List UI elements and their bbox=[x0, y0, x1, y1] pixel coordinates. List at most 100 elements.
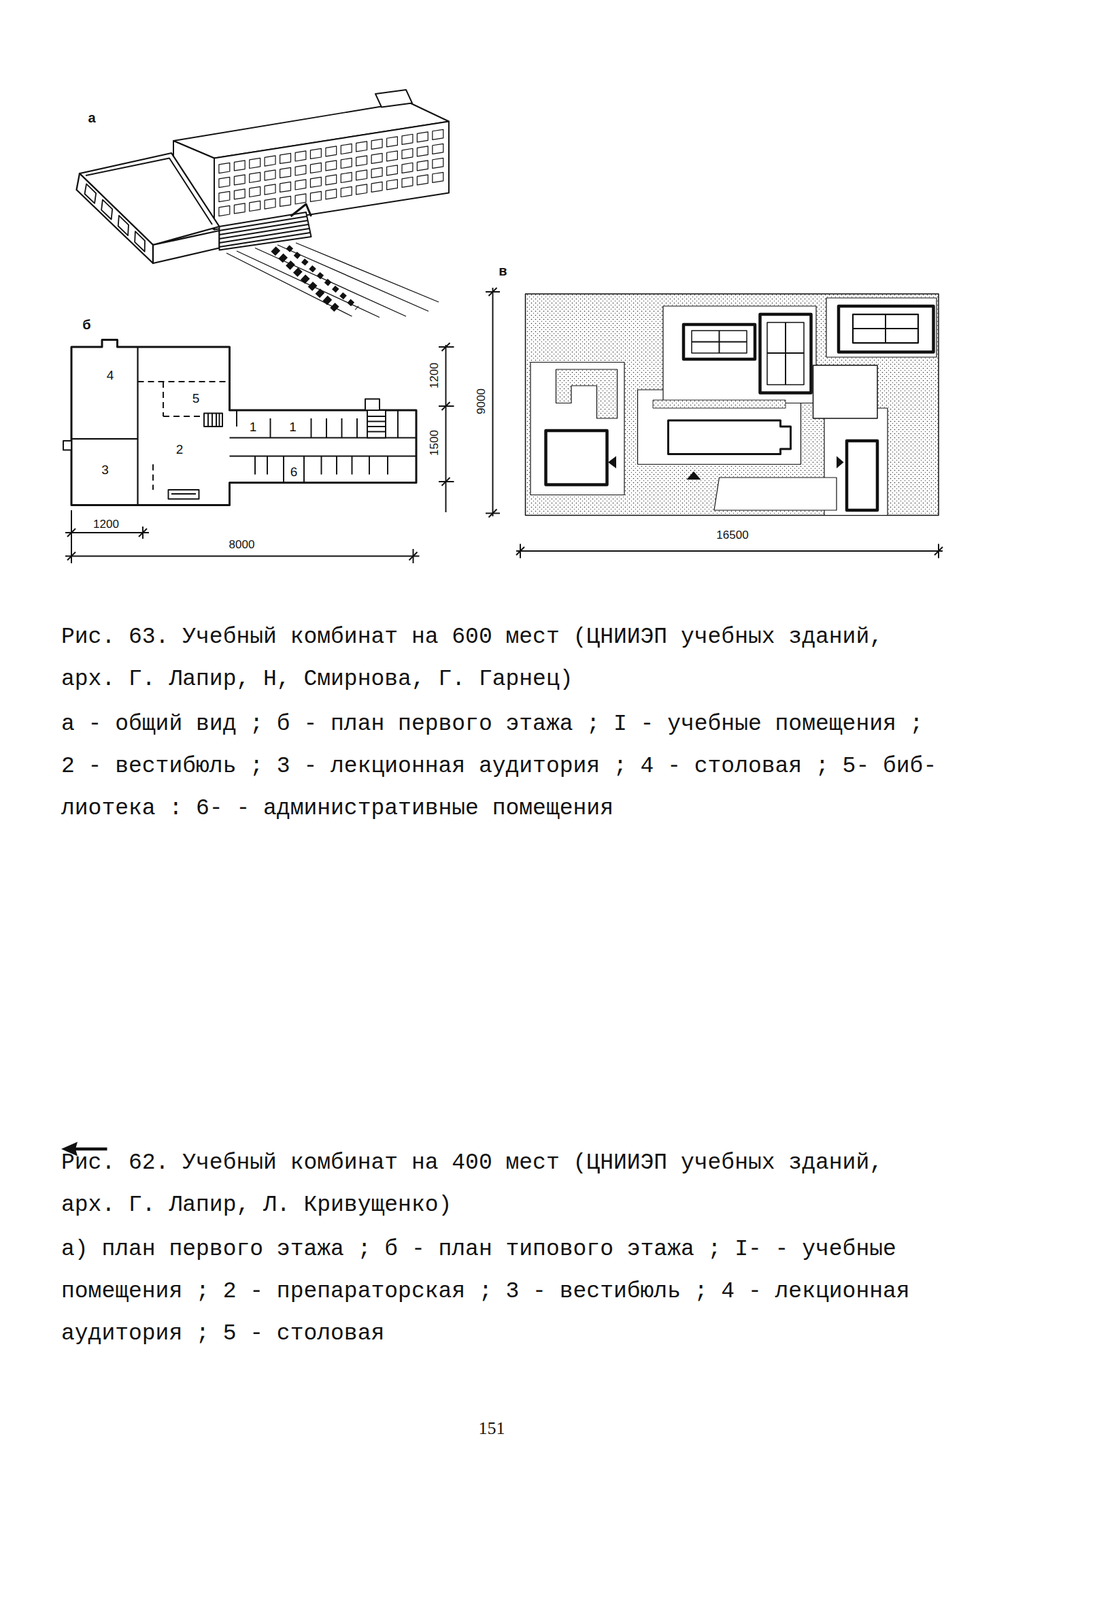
line-art bbox=[367, 415, 386, 417]
line-art bbox=[295, 165, 307, 176]
line-art bbox=[215, 413, 217, 428]
line-art bbox=[264, 184, 276, 195]
room-number: 6 bbox=[290, 465, 298, 479]
line-art bbox=[401, 162, 413, 173]
line-art bbox=[813, 365, 879, 419]
line-art bbox=[397, 410, 399, 438]
line-art bbox=[280, 195, 292, 207]
line-art bbox=[138, 528, 147, 537]
line-art bbox=[442, 342, 451, 351]
caption-legend: а - общий вид ; б - план первого этажа ;… bbox=[61, 703, 939, 830]
line-art bbox=[368, 456, 370, 475]
line-art bbox=[492, 287, 494, 517]
line-art bbox=[852, 314, 919, 343]
line-art bbox=[852, 327, 919, 330]
line-art bbox=[280, 153, 292, 164]
line-art bbox=[218, 191, 230, 202]
line-art bbox=[442, 477, 451, 486]
line-art bbox=[356, 170, 368, 181]
line-art bbox=[233, 160, 245, 171]
line-art bbox=[219, 228, 310, 243]
line-art bbox=[838, 306, 934, 353]
line-art bbox=[65, 531, 149, 534]
line-art bbox=[270, 418, 272, 438]
line-art bbox=[233, 189, 245, 200]
line-art bbox=[218, 129, 444, 216]
line-art bbox=[846, 440, 878, 511]
line-art bbox=[416, 160, 428, 171]
line-art bbox=[826, 297, 937, 358]
line-art bbox=[367, 420, 386, 423]
line-art bbox=[489, 287, 498, 296]
line-art bbox=[416, 146, 428, 157]
line-art bbox=[691, 341, 747, 343]
line-art bbox=[432, 143, 444, 154]
dimension: 1200 bbox=[93, 517, 120, 530]
line-art bbox=[233, 174, 245, 185]
figure-caption: Рис. 63. Учебный комбинат на 600 мест (Ц… bbox=[61, 616, 939, 701]
line-art bbox=[76, 89, 450, 318]
line-art bbox=[233, 203, 245, 214]
line-art bbox=[767, 352, 804, 354]
line-art bbox=[691, 330, 747, 353]
line-art bbox=[236, 250, 380, 318]
dimension: 8000 bbox=[229, 537, 256, 550]
line-art bbox=[277, 244, 429, 312]
line-art bbox=[530, 362, 625, 496]
line-art bbox=[287, 246, 358, 309]
line-art bbox=[249, 157, 261, 168]
line-art bbox=[218, 205, 230, 216]
line-art bbox=[325, 160, 337, 171]
line-art bbox=[683, 324, 755, 360]
line-art bbox=[767, 322, 804, 385]
line-art bbox=[67, 552, 76, 561]
line-art bbox=[668, 420, 791, 455]
line-art bbox=[295, 179, 307, 190]
line-art bbox=[386, 179, 398, 190]
line-art bbox=[204, 413, 223, 428]
line-art bbox=[432, 172, 444, 183]
line-art bbox=[371, 181, 383, 192]
line-art bbox=[163, 415, 202, 417]
line-art bbox=[516, 550, 943, 552]
line-art bbox=[310, 191, 322, 202]
figure-letter: б bbox=[82, 317, 91, 332]
line-art bbox=[409, 552, 418, 561]
dimension: 9000 bbox=[474, 388, 487, 415]
line-art bbox=[310, 418, 313, 438]
line-art bbox=[61, 89, 943, 1157]
page-number: 151 bbox=[478, 1419, 506, 1438]
line-art bbox=[295, 193, 307, 205]
line-art bbox=[249, 186, 261, 197]
line-art bbox=[266, 456, 268, 475]
line-art bbox=[356, 141, 368, 152]
line-art bbox=[335, 456, 338, 475]
line-art bbox=[101, 199, 113, 220]
line-art bbox=[152, 464, 154, 491]
line-art bbox=[207, 413, 209, 428]
line-art bbox=[303, 456, 305, 483]
line-art bbox=[67, 528, 76, 537]
line-art bbox=[401, 133, 413, 145]
line-art bbox=[63, 440, 72, 451]
line-art bbox=[356, 184, 368, 195]
line-art bbox=[162, 381, 164, 417]
line-art bbox=[171, 493, 196, 495]
room-number: 4 bbox=[106, 367, 115, 381]
line-art bbox=[218, 162, 230, 173]
line-art bbox=[485, 287, 943, 559]
line-art bbox=[63, 340, 455, 564]
line-art bbox=[254, 456, 256, 475]
line-art bbox=[416, 174, 428, 185]
line-art bbox=[401, 148, 413, 159]
line-art bbox=[556, 369, 618, 419]
line-art bbox=[282, 456, 285, 483]
line-art bbox=[236, 410, 238, 427]
line-art bbox=[432, 129, 444, 140]
line-art bbox=[608, 456, 617, 469]
line-art bbox=[73, 1147, 108, 1151]
line-art bbox=[325, 189, 337, 200]
line-art bbox=[401, 176, 413, 188]
line-art bbox=[686, 471, 702, 480]
line-art bbox=[371, 167, 383, 178]
